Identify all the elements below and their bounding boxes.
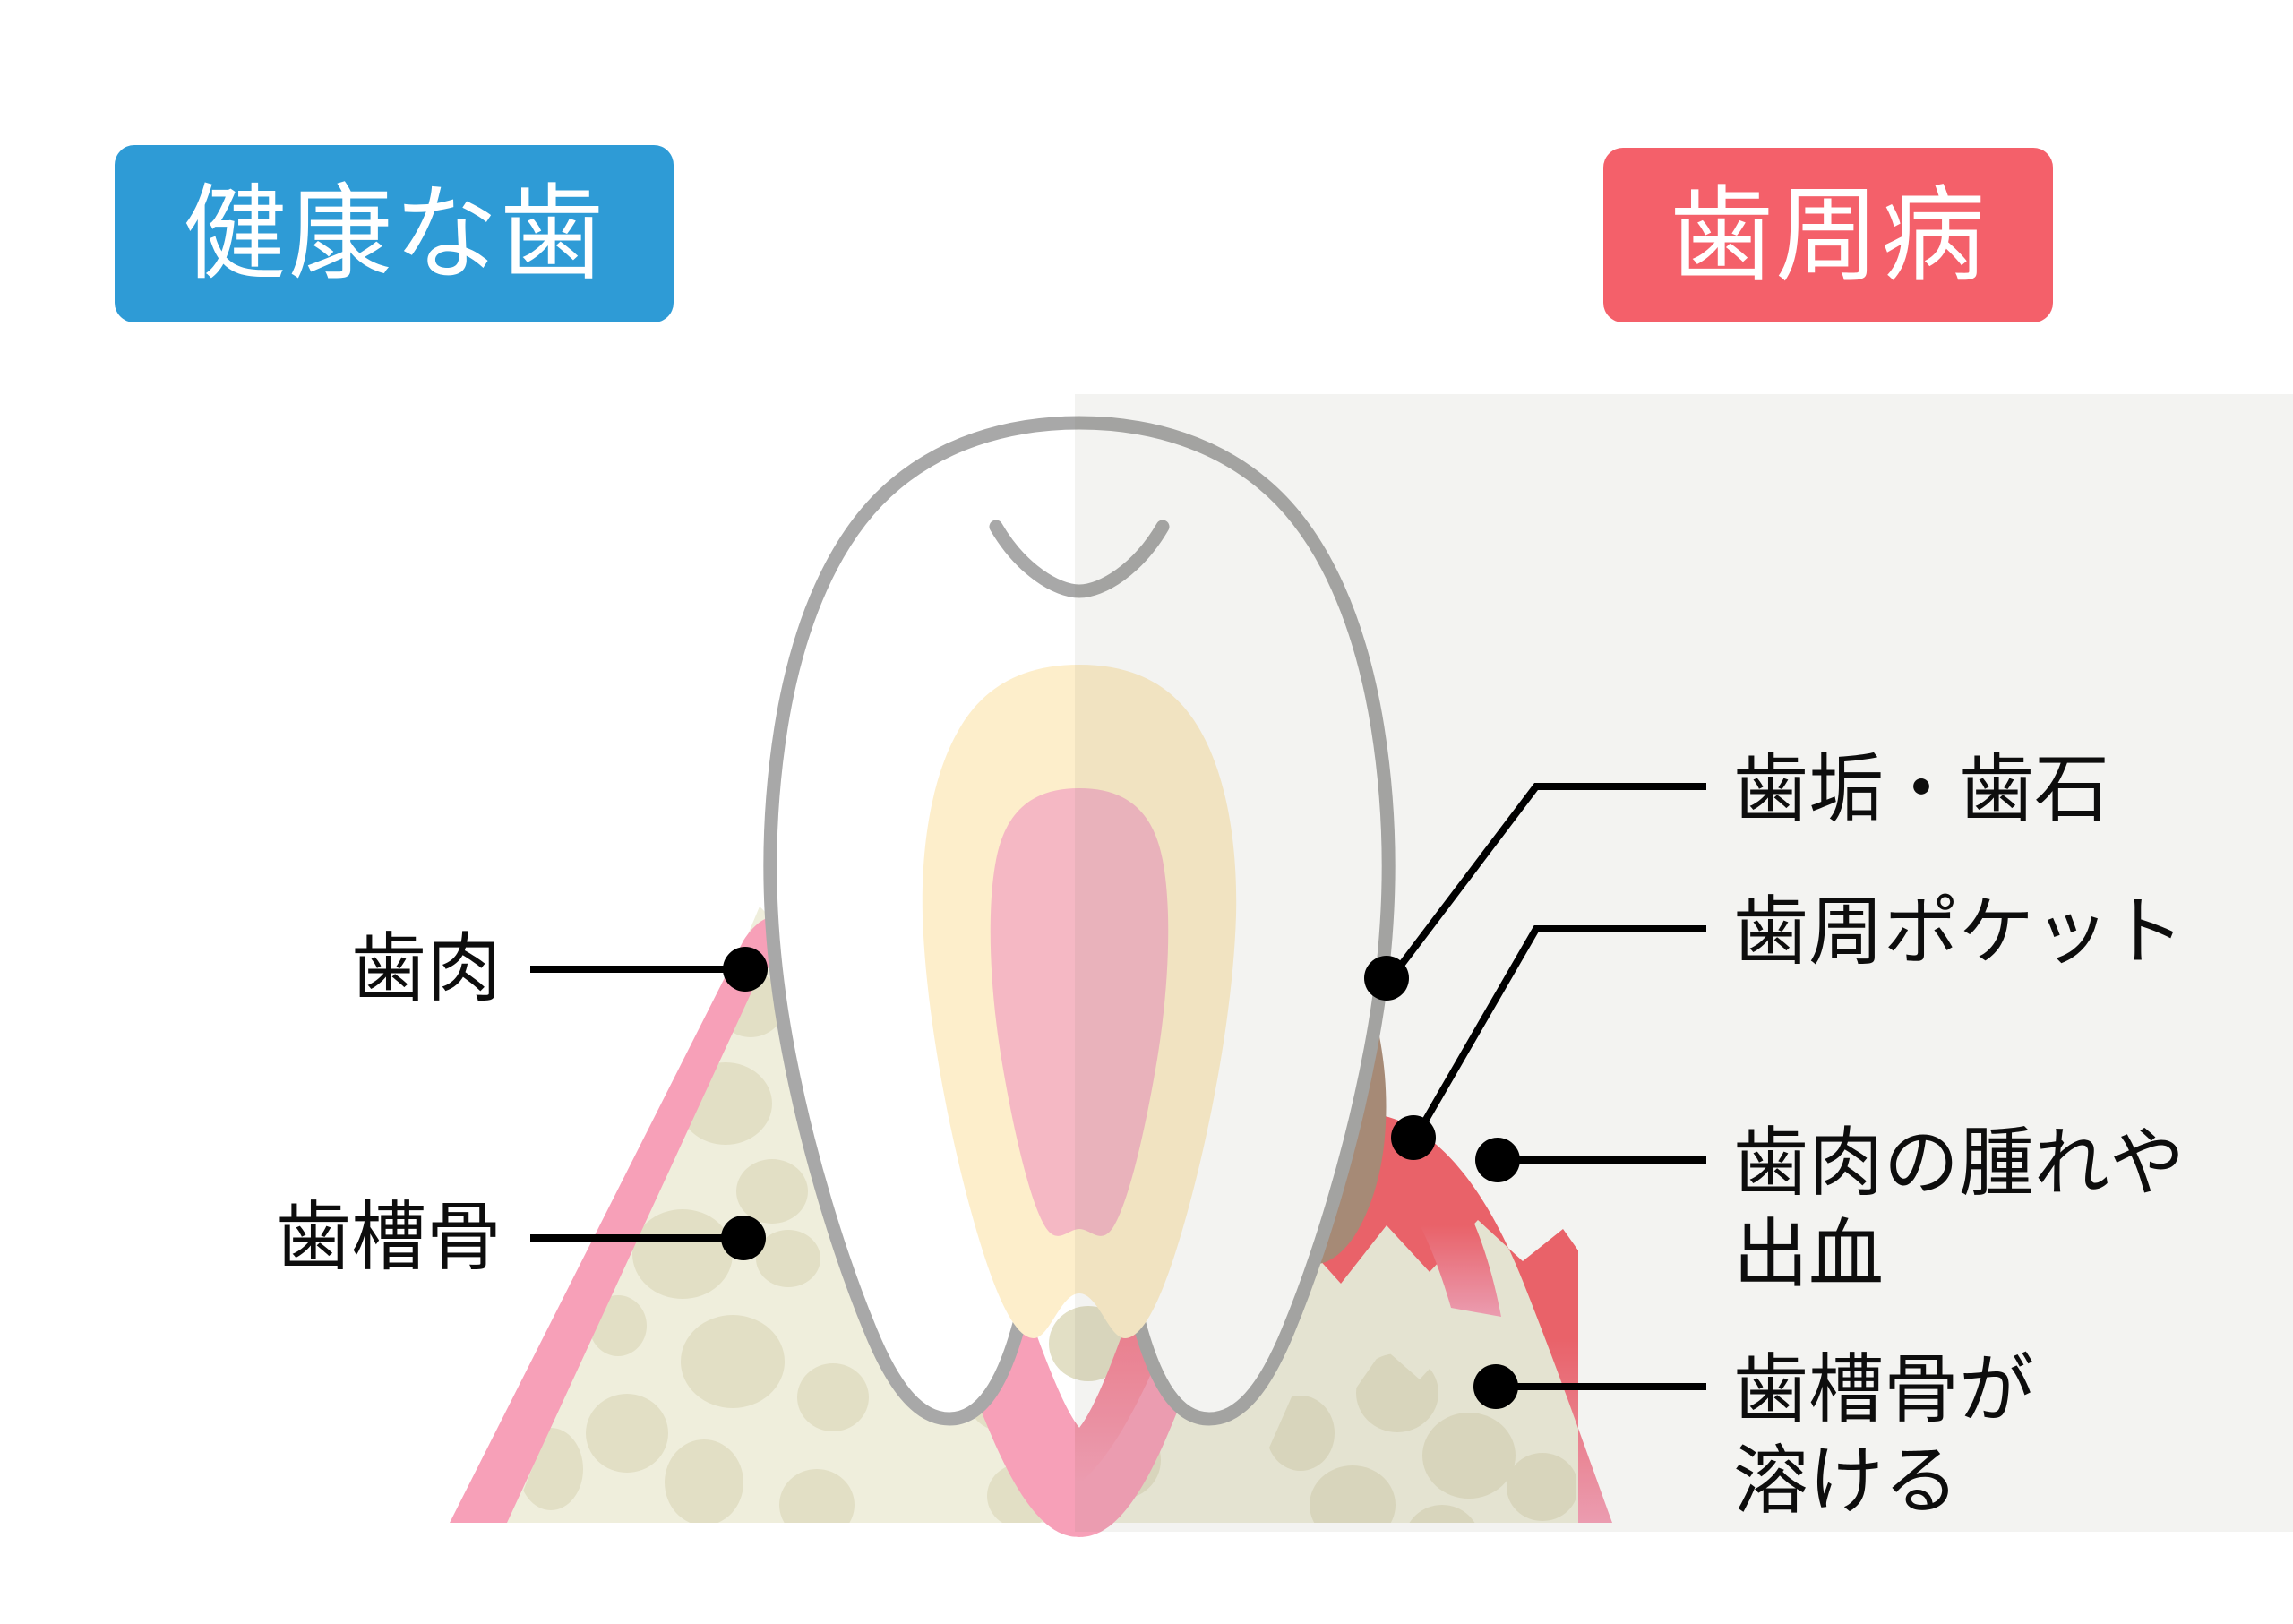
dot-gum xyxy=(723,947,768,992)
label-alveolar-bone: 歯槽骨 xyxy=(275,1195,502,1279)
leader-lines xyxy=(530,783,1706,1390)
tooth-shape xyxy=(763,416,1396,1426)
leader-periodontal-pocket xyxy=(1416,925,1706,1133)
label-plaque-tartar: 歯垢・歯石 xyxy=(1733,747,2110,831)
badge-periodontitis: 歯周病 xyxy=(1603,148,2053,322)
dot-plaque-tartar xyxy=(1364,956,1409,1001)
label-periodontal-pocket: 歯周ポケット xyxy=(1733,889,2186,974)
label-gum: 歯肉 xyxy=(350,926,502,1010)
leader-dots xyxy=(721,947,1520,1409)
dot-alveolar-bone xyxy=(721,1216,766,1260)
label-gum-swelling-bleeding: 歯肉の腫れや 出血 xyxy=(1733,1121,2186,1297)
dot-bone-resorption xyxy=(1473,1364,1518,1409)
badge-healthy-tooth: 健康な歯 xyxy=(115,145,674,322)
label-bone-resorption: 歯槽骨が 溶ける xyxy=(1733,1347,2035,1524)
diseased-side-shading xyxy=(1075,394,2293,1532)
leader-plaque-tartar xyxy=(1394,783,1706,973)
dot-periodontal-pocket xyxy=(1391,1115,1436,1160)
dot-gum-swelling xyxy=(1475,1138,1520,1182)
